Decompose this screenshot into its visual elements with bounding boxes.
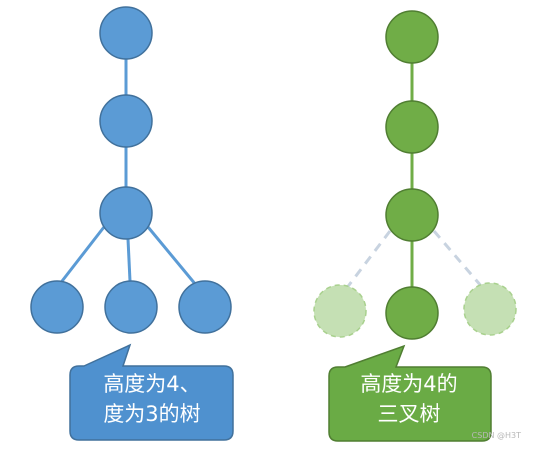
left-edge-3-4b [126,238,132,282]
right-edge-3-4c-dashed [432,230,484,288]
left-edge-3-4c [146,226,198,286]
left-node-leaf-1 [30,280,84,334]
right-tree-nodes [313,10,517,340]
right-caption-line-2: 三叉树 [377,402,441,426]
left-callout-bubble [69,343,234,441]
right-caption-line-1: 高度为4的 [360,372,458,396]
left-node-leaf-2 [104,280,158,334]
right-tree-edges [344,63,484,290]
left-node-leaf-3 [178,280,232,334]
watermark-text: CSDN @H3T [471,431,521,440]
right-edge-3-4a-dashed [344,230,392,290]
left-tree-edges [57,59,198,286]
right-callout-text: 高度为4的 三叉树 [330,369,488,429]
right-node-root [385,10,439,64]
right-callout-bubble [328,344,492,442]
left-caption-line-2: 度为3的树 [103,402,201,426]
right-node-leaf-faded-1 [313,284,367,338]
left-node-level3 [99,186,153,240]
left-edge-3-4a [57,226,106,286]
left-node-root [99,6,153,60]
left-tree-nodes [30,6,232,334]
right-node-leaf-faded-3 [463,282,517,336]
right-node-leaf-2 [385,286,439,340]
right-node-level3 [385,188,439,242]
right-node-level2 [385,100,439,154]
left-callout-text: 高度为4、 度为3的树 [72,369,232,429]
left-node-level2 [99,94,153,148]
left-caption-line-1: 高度为4、 [103,372,201,396]
